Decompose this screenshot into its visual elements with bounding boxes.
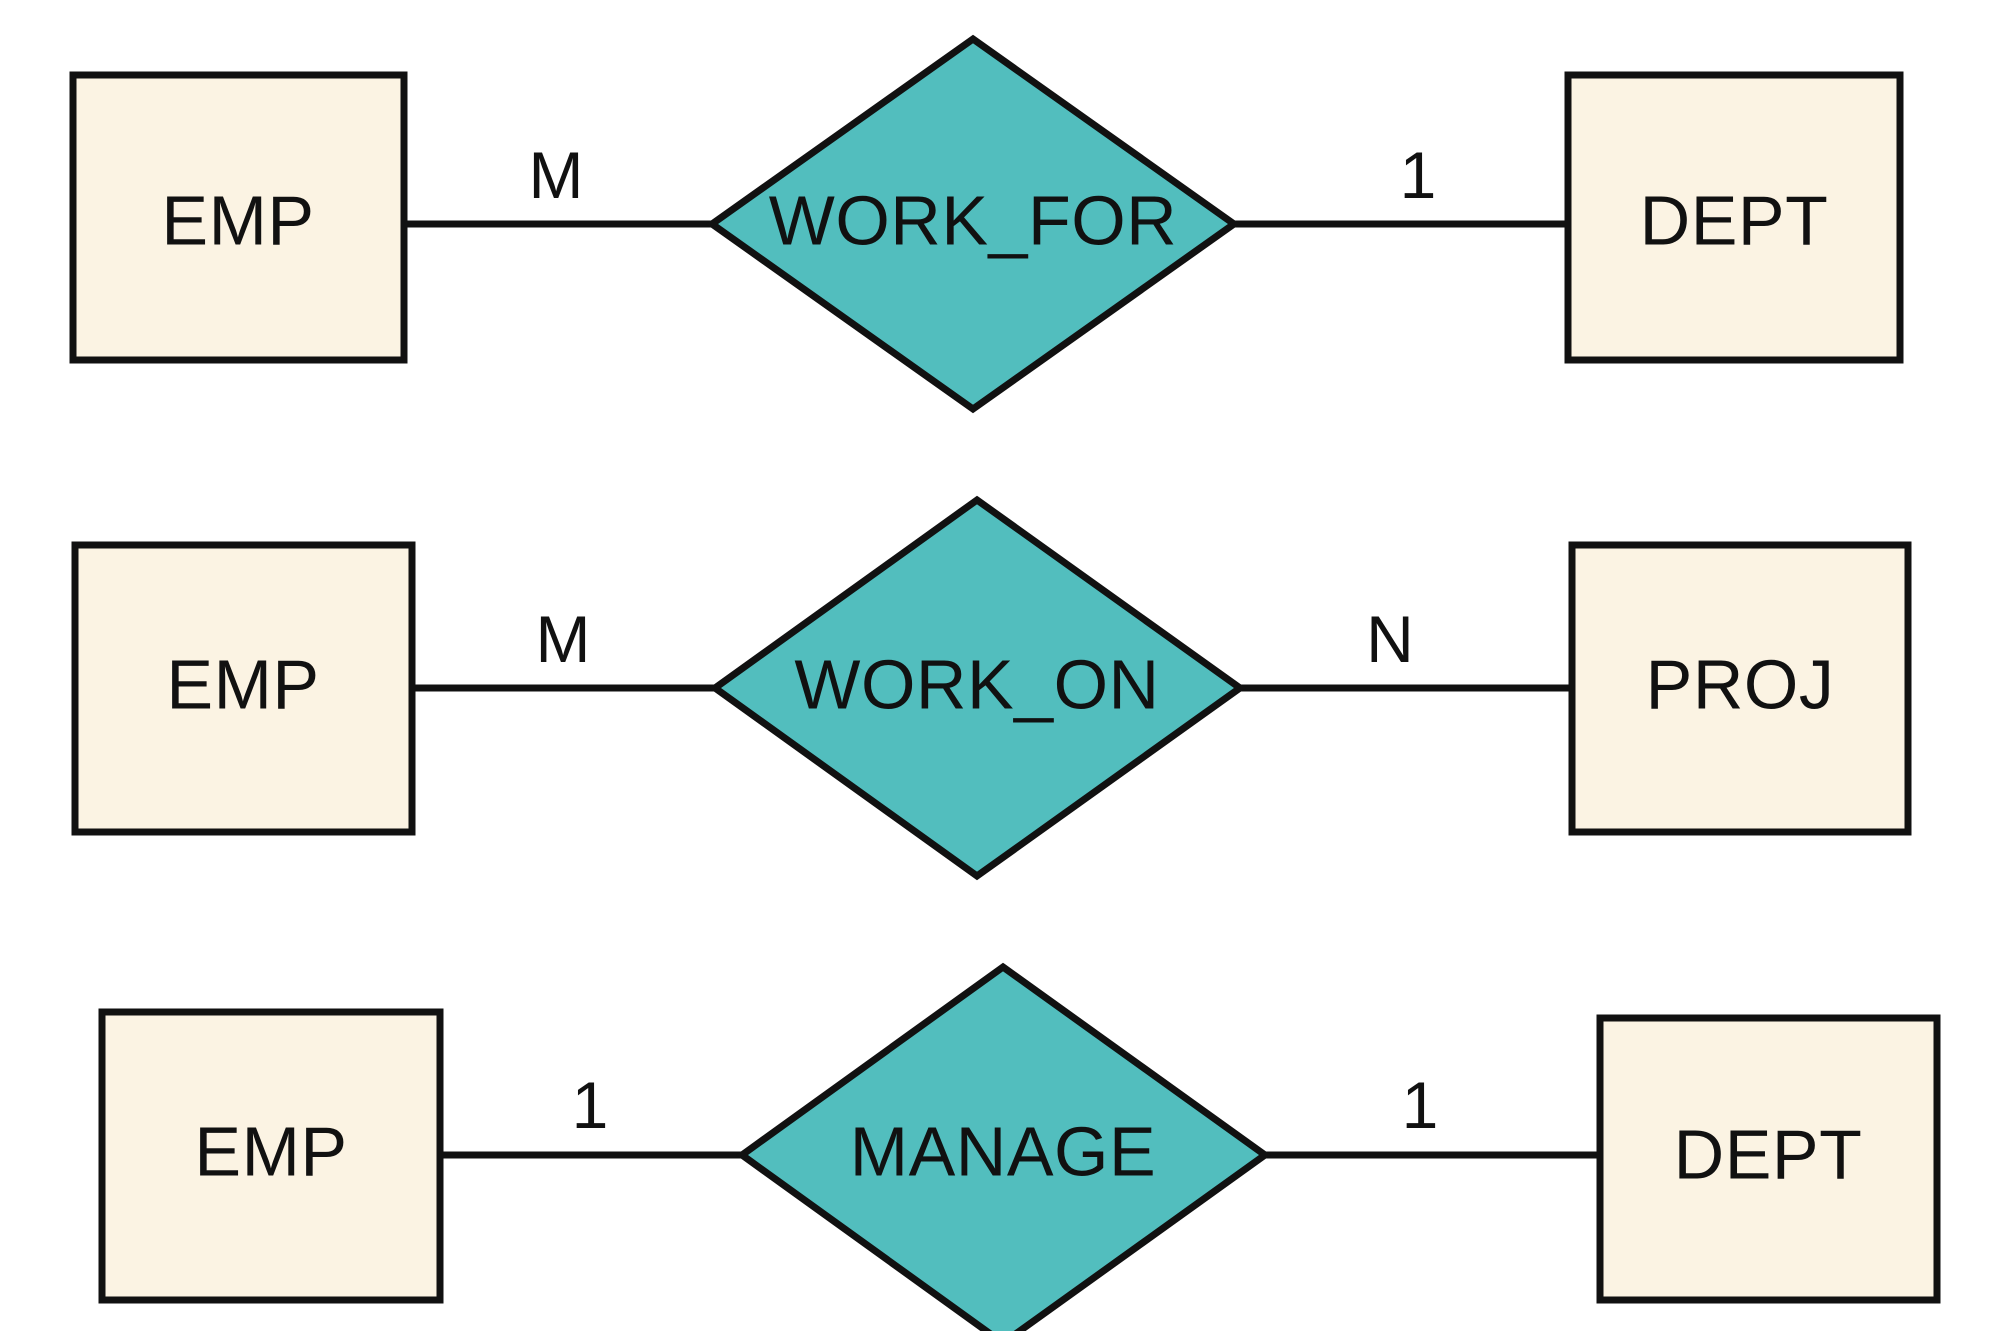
entity-label-emp-manage: EMP [194, 1112, 347, 1190]
entity-box-emp-work-on[interactable] [71, 541, 416, 836]
relationship-label-manage: MANAGE [850, 1112, 1156, 1190]
entity-label-emp-work-for: EMP [161, 181, 314, 259]
entity-box-proj-work-on[interactable] [1568, 541, 1912, 836]
cardinality-right-work-on: N [1366, 602, 1414, 676]
relationship-label-work-on: WORK_ON [794, 645, 1159, 723]
relationship-row-manage: EMP MANAGE DEPT 1 1 [98, 962, 1941, 1331]
cardinality-left-work-for: M [529, 138, 584, 212]
entity-box-emp-manage[interactable] [98, 1008, 444, 1304]
relationship-diamond-work-on[interactable] [708, 495, 1247, 881]
relationship-row-work-on: EMP WORK_ON PROJ M N [71, 495, 1912, 881]
entity-label-proj-work-on: PROJ [1646, 645, 1835, 723]
entity-box-dept-work-for[interactable] [1564, 71, 1904, 364]
cardinality-right-manage: 1 [1402, 1068, 1439, 1142]
entity-label-emp-work-on: EMP [166, 645, 319, 723]
relationship-label-work-for: WORK_FOR [769, 181, 1177, 259]
entity-box-emp-work-for[interactable] [69, 71, 408, 364]
entity-box-dept-manage[interactable] [1596, 1014, 1941, 1304]
relationship-diamond-manage[interactable] [736, 962, 1272, 1331]
cardinality-left-manage: 1 [572, 1068, 609, 1142]
relationship-row-work-for: EMP WORK_FOR DEPT M 1 [69, 34, 1904, 414]
relationship-diamond-work-for[interactable] [705, 34, 1241, 414]
cardinality-right-work-for: 1 [1400, 138, 1437, 212]
cardinality-left-work-on: M [536, 602, 591, 676]
entity-label-dept-manage: DEPT [1674, 1115, 1863, 1193]
entity-label-dept-work-for: DEPT [1640, 181, 1829, 259]
